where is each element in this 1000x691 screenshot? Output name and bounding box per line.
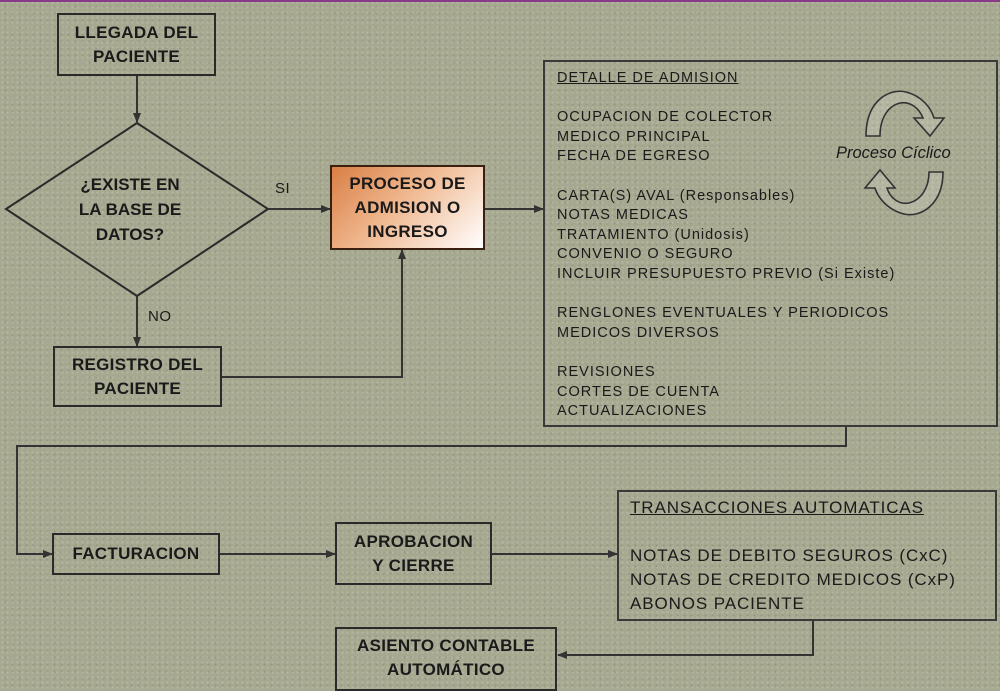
aprobacion-line-2: Y CIERRE xyxy=(372,555,455,575)
decision-text: ¿EXISTE EN LA BASE DE DATOS? xyxy=(50,172,210,247)
detalle-item: FECHA DE EGRESO xyxy=(557,148,711,165)
detalle-item: MEDICO PRINCIPAL xyxy=(557,128,711,145)
llegada-line-1: LLEGADA DEL xyxy=(74,22,199,42)
admision-line-3: INGRESO xyxy=(367,221,448,241)
admision-box: PROCESO DE ADMISION O INGRESO xyxy=(330,165,485,250)
llegada-line-2: PACIENTE xyxy=(92,46,181,66)
transacciones-title: TRANSACCIONES AUTOMATICAS xyxy=(630,498,924,517)
aprobacion-line-1: APROBACION xyxy=(353,531,474,551)
detalle-item: CARTA(S) AVAL (Responsables) xyxy=(557,187,796,204)
transaccion-item: ABONOS PACIENTE xyxy=(630,594,805,613)
decision-line-1: ¿EXISTE EN xyxy=(80,175,180,194)
detalle-admision-panel: DETALLE DE ADMISION OCUPACION DE COLECTO… xyxy=(543,60,998,427)
top-border-line xyxy=(0,0,1000,2)
admision-line-2: ADMISION O xyxy=(354,197,461,217)
arrow-transacciones-asiento xyxy=(557,621,814,659)
asiento-line-2: AUTOMÁTICO xyxy=(387,660,505,679)
decision-line-2: LA BASE DE xyxy=(78,200,182,219)
detalle-title: DETALLE DE ADMISION xyxy=(557,70,739,86)
decision-line-3: DATOS? xyxy=(95,225,165,244)
detalle-item: CORTES DE CUENTA xyxy=(557,383,720,400)
spacer xyxy=(630,520,995,544)
registro-paciente-box: REGISTRO DEL PACIENTE xyxy=(53,346,222,407)
arrow-registro-admision xyxy=(222,249,406,378)
detalle-item: OCUPACION DE COLECTOR xyxy=(557,109,774,126)
transacciones-panel: TRANSACCIONES AUTOMATICAS NOTAS DE DEBIT… xyxy=(617,490,997,621)
detalle-item: REVISIONES xyxy=(557,363,656,380)
registro-line-2: PACIENTE xyxy=(93,378,182,398)
detalle-item: CONVENIO O SEGURO xyxy=(557,246,734,263)
llegada-paciente-box: LLEGADA DEL PACIENTE xyxy=(57,13,216,76)
admision-line-1: PROCESO DE xyxy=(349,173,466,193)
detalle-item: ACTUALIZACIONES xyxy=(557,403,708,420)
registro-line-1: REGISTRO DEL xyxy=(71,354,204,374)
si-label: SI xyxy=(275,180,291,197)
arrow-detalle-facturacion xyxy=(16,427,847,558)
cycle-arrows-icon xyxy=(863,90,946,216)
detalle-item: RENGLONES EVENTUALES Y PERIODICOS xyxy=(557,305,890,322)
detalle-item: TRATAMIENTO (Unidosis) xyxy=(557,226,750,243)
no-label: NO xyxy=(148,308,172,325)
proceso-ciclico-label: Proceso Cíclico xyxy=(836,144,951,162)
facturacion-label: FACTURACION xyxy=(72,544,200,563)
transaccion-item: NOTAS DE DEBITO SEGUROS (CxC) xyxy=(630,546,949,565)
asiento-contable-box: ASIENTO CONTABLE AUTOMÁTICO xyxy=(335,627,557,691)
detalle-item: NOTAS MEDICAS xyxy=(557,207,689,224)
facturacion-box: FACTURACION xyxy=(52,533,220,575)
detalle-item: INCLUIR PRESUPUESTO PREVIO (Si Existe) xyxy=(557,265,896,282)
transaccion-item: NOTAS DE CREDITO MEDICOS (CxP) xyxy=(630,570,956,589)
asiento-line-1: ASIENTO CONTABLE xyxy=(357,636,535,655)
detalle-item: MEDICOS DIVERSOS xyxy=(557,324,720,341)
aprobacion-cierre-box: APROBACION Y CIERRE xyxy=(335,522,492,585)
